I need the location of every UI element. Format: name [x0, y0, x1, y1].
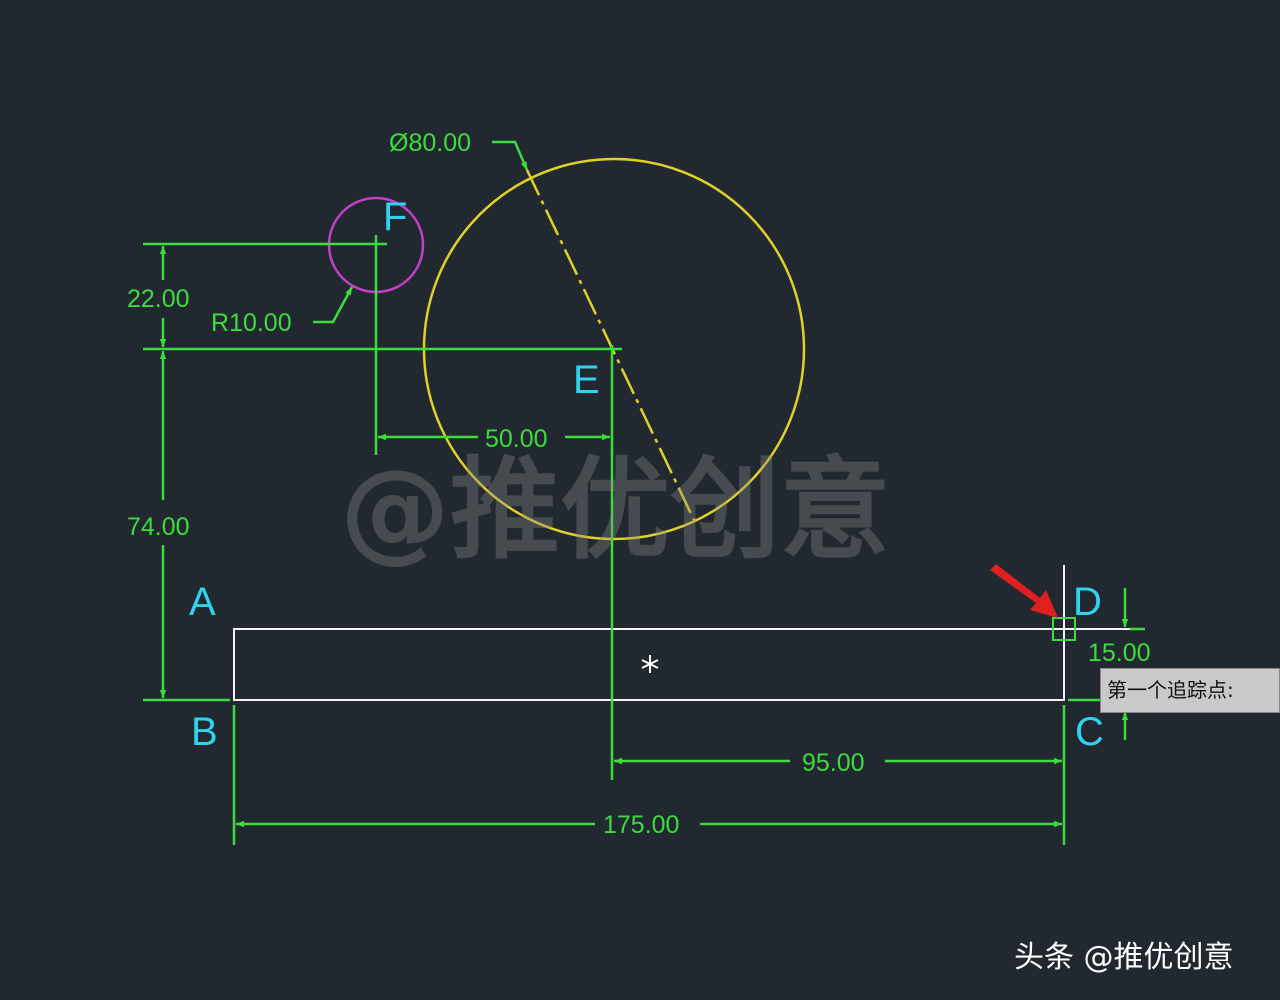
- dim-95-label: 95.00: [802, 749, 865, 777]
- dim-74-label: 74.00: [127, 513, 190, 541]
- point-c-label: C: [1075, 710, 1104, 754]
- dim-22-label: 22.00: [127, 285, 190, 313]
- tracking-point-tooltip: 第一个追踪点:: [1100, 668, 1280, 713]
- radius-label: R10.00: [211, 309, 292, 337]
- point-a-label: A: [189, 580, 216, 624]
- dimension-lines: [143, 140, 1145, 845]
- dim-15-label: 15.00: [1088, 639, 1151, 667]
- dim-50-label: 50.00: [485, 425, 548, 453]
- point-b-label: B: [191, 710, 218, 754]
- watermark: @推优创意: [340, 446, 890, 574]
- brand-watermark: 头条 @推优创意: [1014, 940, 1234, 975]
- red-arrow-icon: [990, 564, 1058, 618]
- point-f-label: F: [383, 195, 407, 239]
- diameter-label: Ø80.00: [389, 129, 471, 157]
- cursor-asterisk-icon: [641, 655, 659, 673]
- point-d-label: D: [1073, 580, 1102, 624]
- dim-175-label: 175.00: [603, 811, 679, 839]
- point-e-label: E: [573, 358, 600, 402]
